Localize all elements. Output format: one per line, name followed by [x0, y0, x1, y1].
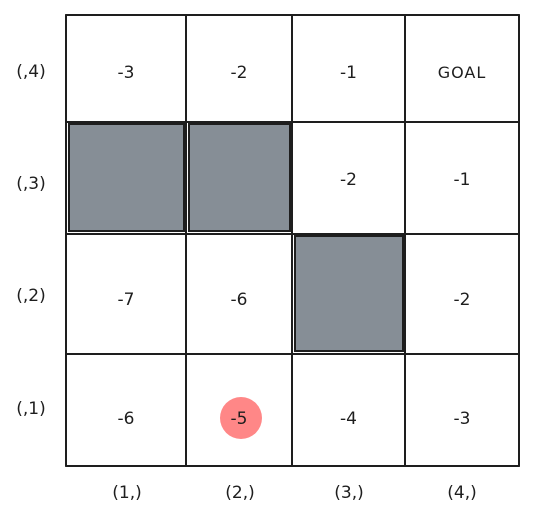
cell-value: -2 — [231, 63, 248, 83]
row-label-2: (,2) — [16, 286, 46, 306]
cell-value: -2 — [340, 170, 357, 190]
cell-value: -6 — [231, 290, 248, 310]
cell-value: -5 — [231, 409, 248, 429]
col-label-3: (3,) — [334, 483, 364, 503]
agent-marker — [220, 397, 262, 439]
cell-value: -4 — [340, 409, 357, 429]
cell-value: -7 — [118, 290, 135, 310]
row-label-3: (,3) — [16, 174, 46, 194]
col-label-4: (4,) — [447, 483, 477, 503]
cell-value: -6 — [118, 409, 135, 429]
cell-value: -3 — [118, 63, 135, 83]
cell-value: -1 — [454, 170, 471, 190]
cell-value: -3 — [454, 409, 471, 429]
cell-value: -2 — [454, 290, 471, 310]
goal-cell-label: GOAL — [438, 63, 487, 82]
row-label-4: (,4) — [16, 62, 46, 82]
row-label-1: (,1) — [16, 399, 46, 419]
cell-value: -1 — [340, 63, 357, 83]
wall-cell — [68, 123, 185, 232]
col-label-2: (2,) — [225, 483, 255, 503]
wall-cell — [294, 235, 404, 352]
col-label-1: (1,) — [112, 483, 142, 503]
wall-cell — [188, 123, 291, 232]
